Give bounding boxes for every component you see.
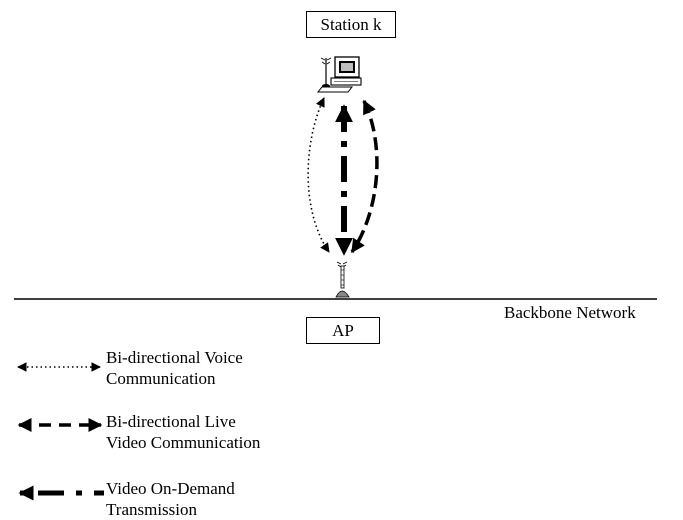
computer-with-antenna-icon xyxy=(316,56,362,93)
legend-live-video-text-2: Video Communication xyxy=(106,433,261,452)
ap-label: AP xyxy=(306,317,380,344)
legend-voice-text-2: Communication xyxy=(106,369,216,388)
station-label: Station k xyxy=(306,11,396,38)
live-video-link-arrow xyxy=(350,99,379,254)
voice-link-arrow xyxy=(307,97,330,253)
legend-vod-text-2: Transmission xyxy=(106,500,198,519)
legend-voice-text-1: Bi-directional Voice xyxy=(106,348,243,367)
backbone-network-label: Backbone Network xyxy=(504,303,636,322)
antenna-icon xyxy=(335,261,350,298)
legend-vod-text-1: Video On-Demand xyxy=(106,479,235,498)
legend-live-video-text-1: Bi-directional Live xyxy=(106,412,236,431)
